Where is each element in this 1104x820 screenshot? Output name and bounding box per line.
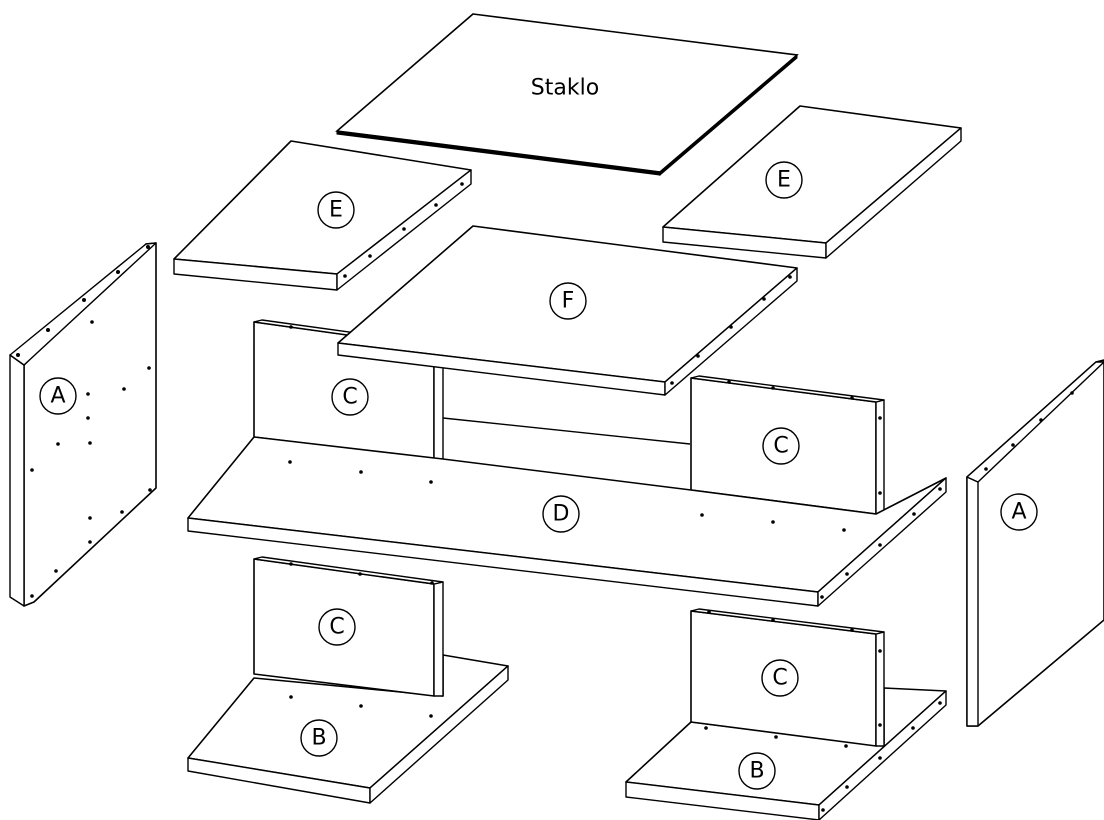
label-c-lower-left: C: [329, 615, 344, 640]
rear-rail-line: [442, 417, 691, 445]
panel-c-lower-right: C: [690, 608, 885, 747]
panel-c-lower-left: C: [253, 556, 444, 697]
label-e-right: E: [777, 168, 791, 193]
label-b-right: B: [749, 759, 764, 784]
panel-e-right: E: [662, 105, 962, 259]
label-f: F: [562, 289, 575, 314]
panel-a-right: A: [966, 359, 1104, 727]
panel-d: D: [187, 436, 947, 607]
panel-c-upper-right: C: [690, 375, 885, 515]
label-c-upper-left: C: [342, 385, 357, 410]
label-e-left: E: [329, 198, 343, 223]
panel-b-right: B: [625, 687, 947, 820]
label-c-upper-right: C: [773, 434, 788, 459]
label-d: D: [553, 502, 570, 527]
label-b-left: B: [311, 726, 326, 751]
label-c-lower-right: C: [772, 666, 787, 691]
glass-panel: Staklo: [335, 13, 799, 177]
label-a-left: A: [50, 384, 65, 409]
panel-e-left: E: [173, 140, 472, 291]
label-a-right: A: [1011, 500, 1026, 525]
panel-f: F: [337, 225, 798, 396]
panel-a-left: A: [9, 242, 157, 607]
glass-label: Staklo: [531, 76, 599, 101]
panel-b-left: B: [187, 654, 509, 804]
